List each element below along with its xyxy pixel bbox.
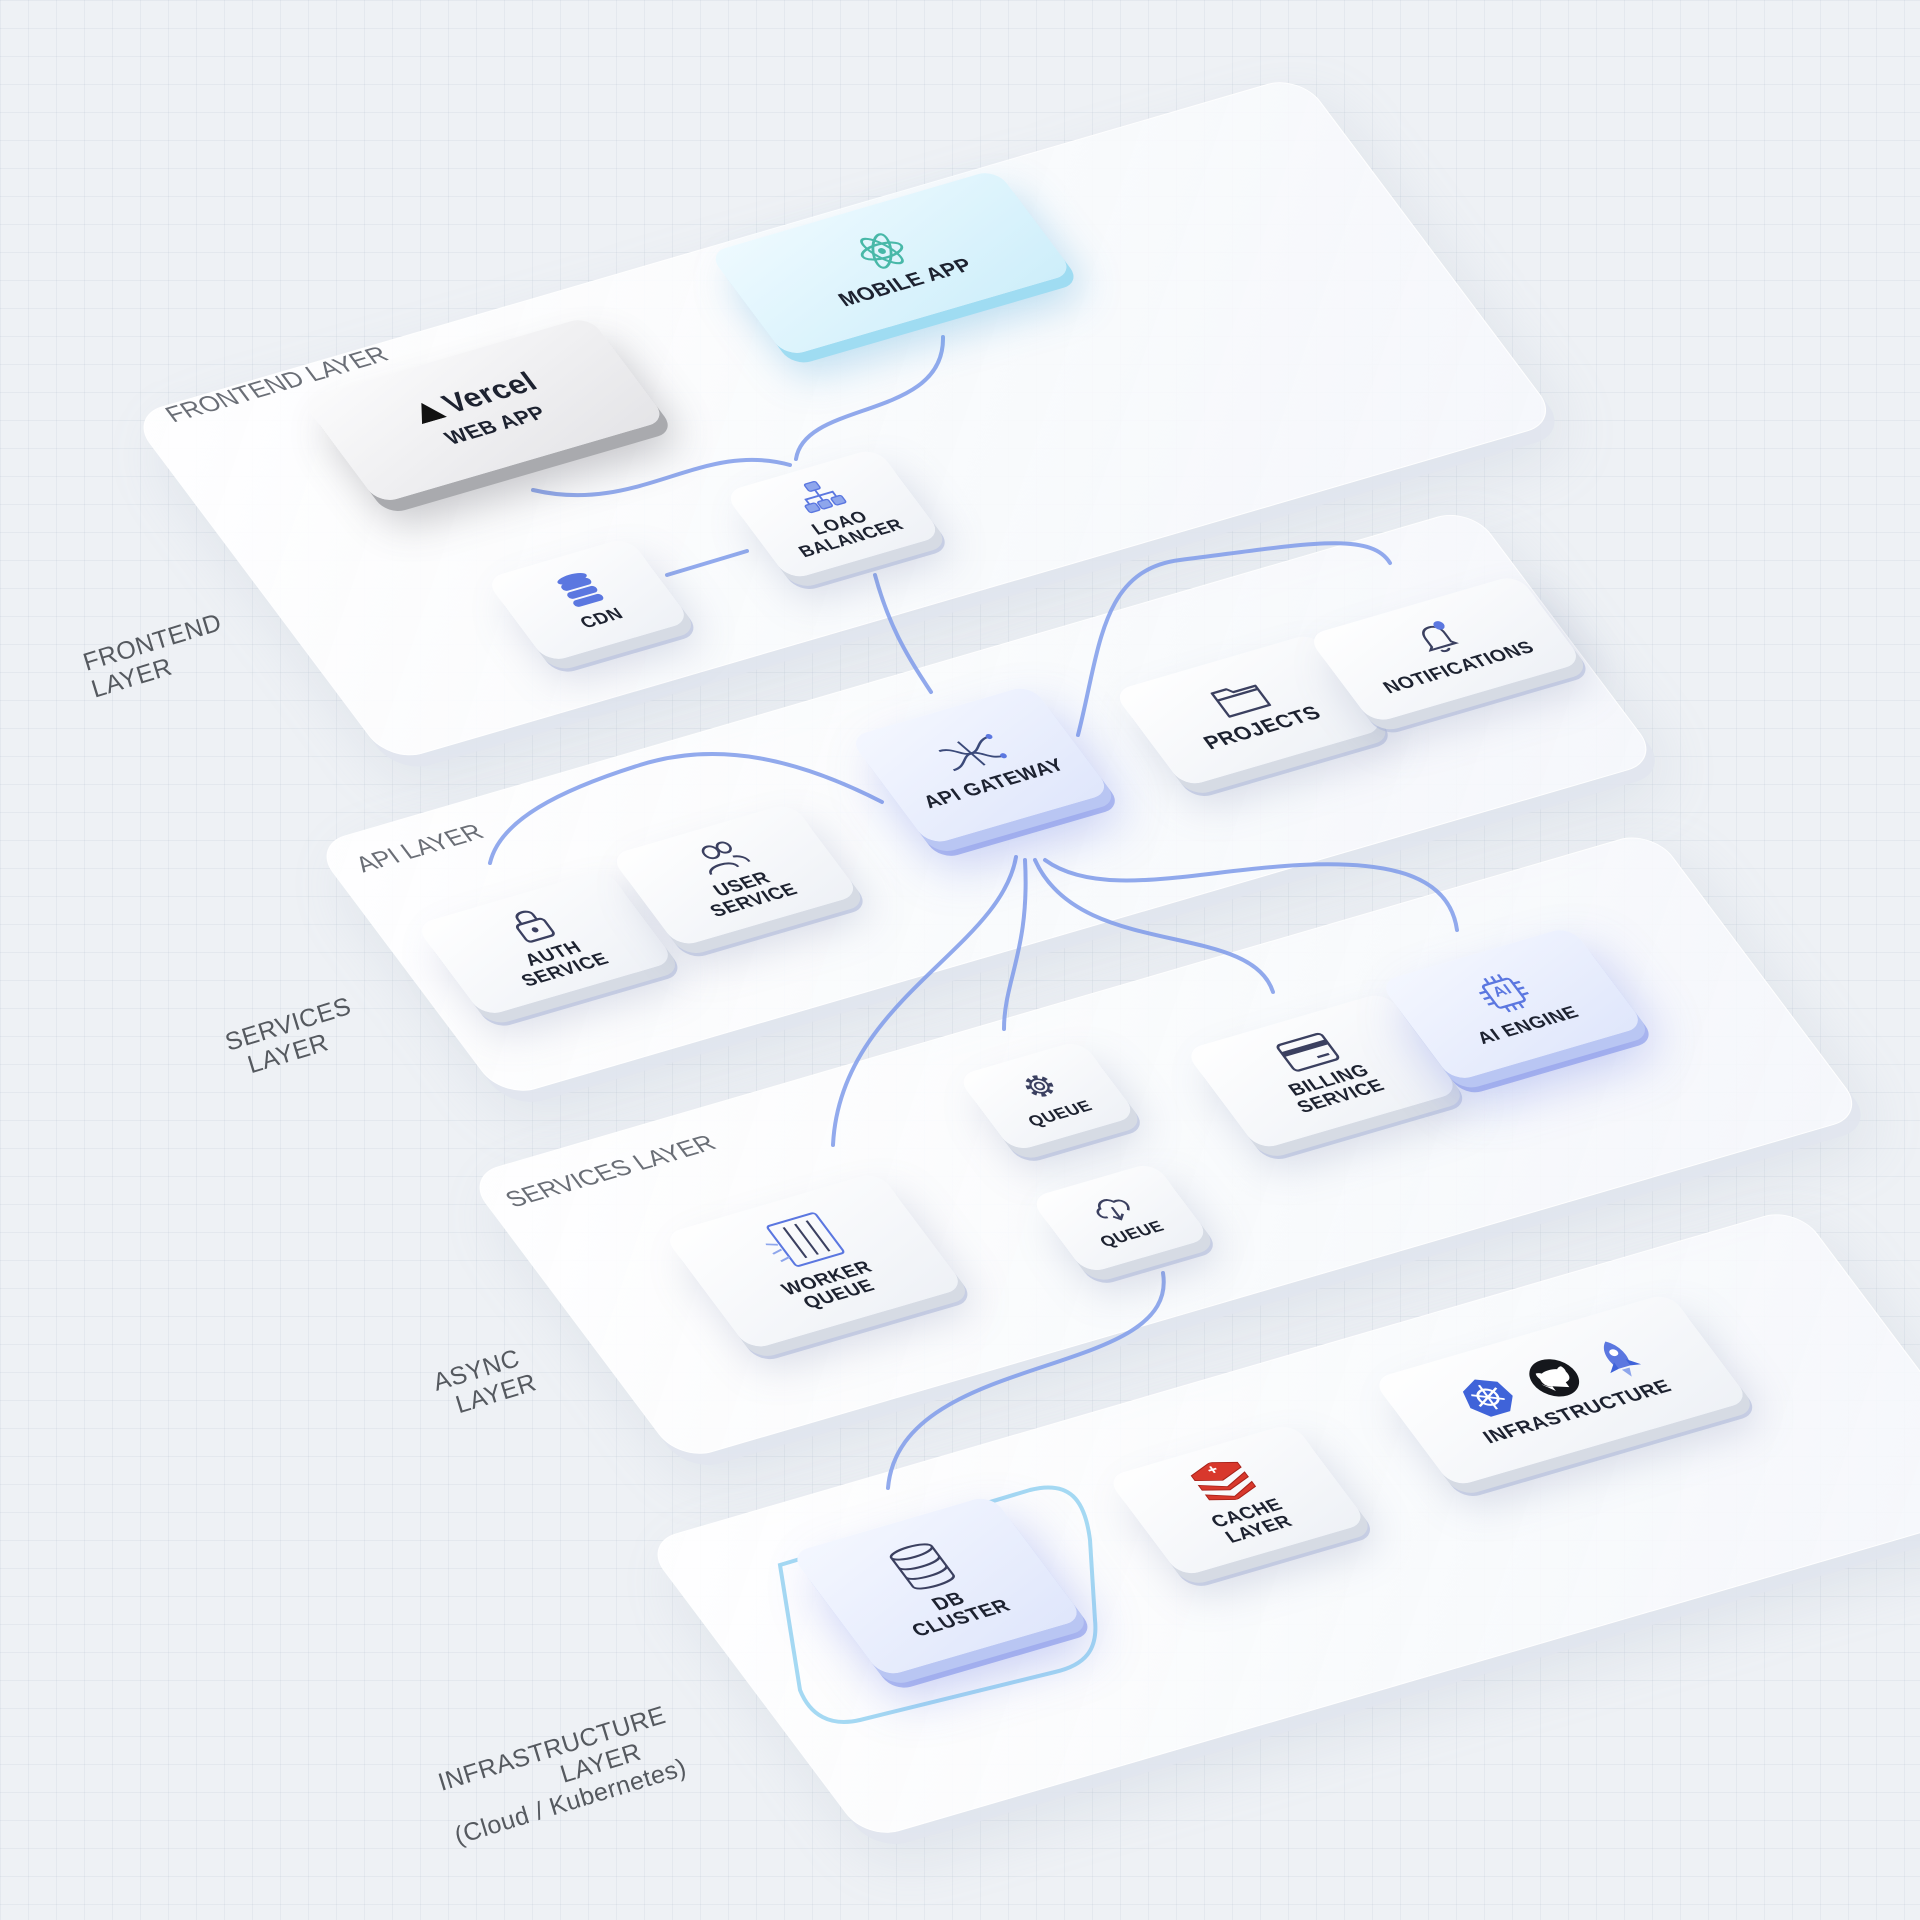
infrastructure-node[interactable]: INFRASTRUCTURE — [1371, 1292, 1751, 1488]
db-cluster-node[interactable]: DB CLUSTER — [789, 1494, 1085, 1678]
ai-engine-node[interactable]: AI AI ENGINE — [1378, 926, 1646, 1082]
load-balancer-node[interactable]: LOAO BALANCER — [723, 447, 943, 581]
connector-webapp-lb — [531, 457, 792, 498]
infrastructure-icons — [1451, 1334, 1655, 1423]
projects-node[interactable]: PROJECTS — [1112, 632, 1386, 788]
user-service-node[interactable]: USER SERVICE — [609, 802, 861, 948]
worker-icon — [764, 1212, 844, 1267]
connector-gateway-ai — [1043, 858, 1459, 932]
billing-service-node[interactable]: BILLING SERVICE — [1183, 991, 1461, 1151]
connector-gateway-queue — [1002, 858, 1028, 1031]
queue-cloud-node[interactable]: QUEUE — [1029, 1161, 1211, 1275]
hierarchy-icon — [803, 481, 847, 514]
redis-icon — [1189, 1461, 1256, 1500]
lock-icon — [515, 910, 555, 943]
database-stack-icon — [557, 573, 604, 607]
connector-lb-gateway — [873, 573, 933, 694]
react-atom-icon — [860, 233, 904, 269]
cache-layer-node[interactable]: CACHE LAYER — [1105, 1422, 1369, 1578]
cdn-node[interactable]: CDN — [484, 537, 692, 663]
api-gateway-node[interactable]: API GATEWAY — [848, 684, 1112, 846]
connector-gateway-auth — [488, 752, 884, 865]
connector-cdn-lb — [665, 549, 749, 577]
folder-icon — [1210, 684, 1272, 718]
gateway-icon — [938, 733, 1007, 772]
notifications-node[interactable]: NOTIFICATIONS — [1306, 574, 1584, 724]
worker-queue-node[interactable]: WORKER QUEUE — [662, 1171, 966, 1351]
credit-card-icon — [1276, 1032, 1340, 1072]
auth-service-node[interactable]: AUTH SERVICE — [414, 869, 676, 1017]
database-icon — [889, 1543, 955, 1590]
vercel-brand: Vercel — [406, 367, 544, 428]
projects-label: PROJECTS — [1199, 702, 1326, 754]
connector-gateway-notifications — [1076, 541, 1392, 737]
github-icon — [1529, 1359, 1580, 1397]
kubernetes-icon — [1462, 1379, 1513, 1417]
gear-icon — [1025, 1075, 1054, 1097]
vercel-triangle-icon — [421, 402, 448, 425]
users-icon — [701, 841, 751, 875]
ai-chip-icon: AI — [1468, 968, 1540, 1018]
rocket-icon — [1603, 1341, 1642, 1377]
connector-gateway-billing — [1033, 858, 1275, 994]
queue-gear-node[interactable]: QUEUE — [956, 1039, 1138, 1153]
connector-mobile-lb — [794, 335, 946, 461]
web-app-node[interactable]: Vercel WEB APP — [301, 316, 667, 504]
mobile-app-node[interactable]: MOBILE APP — [708, 169, 1074, 357]
auth-service-label: AUTH SERVICE — [517, 937, 613, 991]
connector-queue-db — [886, 1271, 1166, 1490]
cdn-label: CDN — [576, 604, 627, 632]
connector-gateway-worker — [831, 855, 1018, 1147]
db-cluster-ring — [777, 1485, 1098, 1724]
bell-icon — [1422, 621, 1460, 653]
cloud-download-icon — [1096, 1198, 1130, 1221]
